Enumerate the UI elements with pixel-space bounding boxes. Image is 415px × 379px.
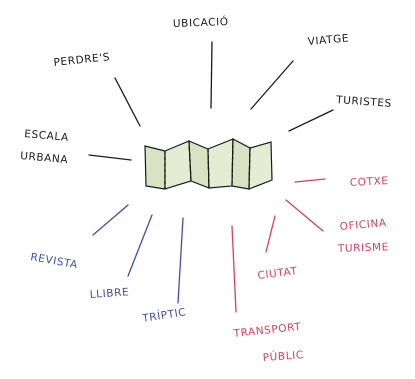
connector-revista xyxy=(92,204,129,236)
map-fold-panel-3 xyxy=(188,140,210,189)
red-labels: COTXE OFICINA TURISME CIUTAT TRANSPORT P… xyxy=(232,175,389,364)
label-llibre: LLIBRE xyxy=(89,286,129,301)
label-transport-line2: PÚBLIC xyxy=(262,348,304,364)
connector-ciutat xyxy=(265,215,276,253)
label-viatge: VIATGE xyxy=(307,32,349,48)
connector-cotxe xyxy=(294,178,326,183)
label-revista: REVISTA xyxy=(29,251,78,271)
map-fold-dashes xyxy=(164,138,251,190)
connector-transport xyxy=(231,225,237,313)
blue-connectors xyxy=(92,204,184,304)
connector-ubicacio xyxy=(210,41,213,109)
connector-turistes xyxy=(288,109,334,132)
map-fold-panel-5 xyxy=(231,138,251,190)
map-fold-panel-2 xyxy=(164,140,192,190)
map-fold-panel-6 xyxy=(248,141,273,190)
label-oficina-line1: OFICINA xyxy=(339,217,387,233)
label-cotxe: COTXE xyxy=(350,175,389,189)
label-escala-line2: URBANA xyxy=(20,150,69,166)
connector-llibre xyxy=(127,214,153,277)
connector-escala xyxy=(88,154,132,161)
label-perdre: PERDRE'S xyxy=(53,51,111,69)
blue-labels: REVISTA LLIBRE TRÍPTIC xyxy=(29,251,187,325)
map-fold-panel-4 xyxy=(207,138,234,189)
label-oficina-line2: TURISME xyxy=(337,241,389,255)
map-fold-panel-1 xyxy=(144,145,166,190)
label-ciutat: CIUTAT xyxy=(257,265,298,282)
label-escala-line1: ESCALA xyxy=(24,128,70,144)
label-turistes: TURISTES xyxy=(335,94,392,110)
connector-oficina xyxy=(285,199,324,232)
red-connectors xyxy=(231,178,326,313)
connector-triptic xyxy=(177,217,184,304)
label-transport-line1: TRANSPORT xyxy=(232,321,302,340)
folded-map-icon xyxy=(144,138,273,190)
label-triptic: TRÍPTIC xyxy=(140,305,187,325)
black-labels: UBICACIÓ PERDRE'S VIATGE TURISTES ESCALA… xyxy=(20,15,392,166)
connector-perdre xyxy=(114,77,141,127)
label-ubicacio: UBICACIÓ xyxy=(173,15,229,30)
black-connectors xyxy=(88,41,334,161)
connector-viatge xyxy=(250,60,294,110)
